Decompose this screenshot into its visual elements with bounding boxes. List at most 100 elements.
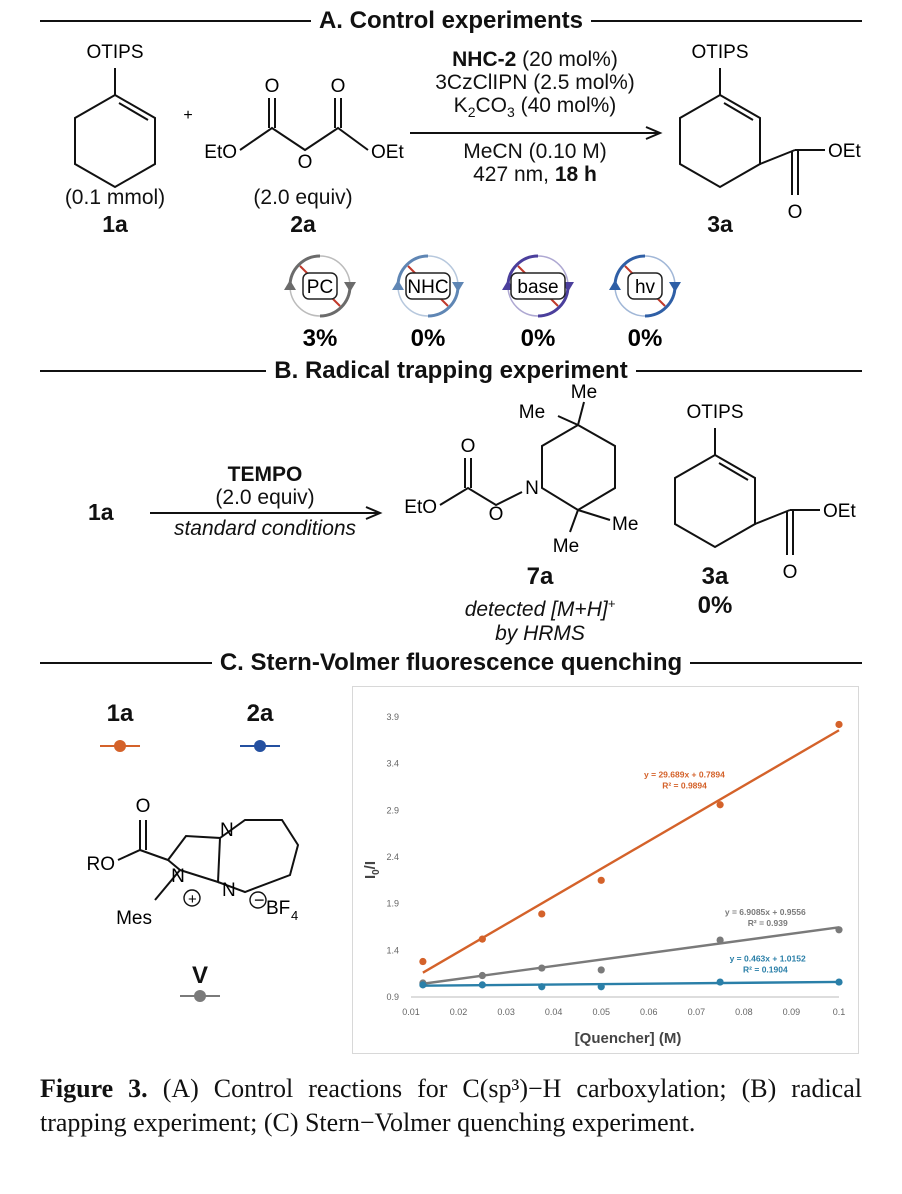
yield-3a-b: 0% <box>697 592 733 619</box>
structure-mes: Mes <box>116 908 152 929</box>
amount-1a: (0.1 mmol) <box>64 186 166 209</box>
data-point-2a <box>835 978 843 986</box>
me-left: Me <box>519 402 545 423</box>
y-tick-label: 3.4 <box>386 759 399 769</box>
structure-n-right: N <box>222 880 236 901</box>
x-tick-label: 0.08 <box>735 1007 753 1017</box>
tempo-equiv: (2.0 equiv) <box>215 486 315 509</box>
standard-conditions: standard conditions <box>173 517 357 540</box>
y-tick-label: 2.4 <box>386 852 399 862</box>
data-point-v <box>478 971 486 980</box>
reaction-conditions-bottom: MeCN (0.10 M) 427 nm, 18 h <box>400 140 670 186</box>
oet-2a: OEt <box>371 142 404 163</box>
section-a-header: A. Control experiments <box>40 6 862 36</box>
link-o-7a: O <box>489 504 504 525</box>
omission-pc: PC 3% <box>284 254 356 352</box>
legend-and-structure: O RO N N N + Mes − BF 4 <box>87 740 300 1002</box>
cycle-arrow-icon <box>669 282 681 292</box>
section-a-title: A. Control experiments <box>310 7 592 34</box>
tempo: TEMPO <box>227 463 303 486</box>
y-tick-label: 3.9 <box>386 712 399 722</box>
fit-equation-v: y = 6.9085x + 0.9556 <box>725 907 806 917</box>
legend-label-2a: 2a <box>246 700 274 727</box>
omission-label: PC <box>307 277 333 298</box>
section-b-title: B. Radical trapping experiment <box>266 357 636 384</box>
plus-sign: + <box>183 107 192 124</box>
omission-result: 0% <box>628 325 663 350</box>
fit-equation-1a: y = 29.689x + 0.7894 <box>644 770 725 780</box>
hrms-note: detected [M+H]+ by HRMS <box>464 596 616 645</box>
me-right: Me <box>612 514 638 535</box>
legend-marker-v <box>180 990 220 1002</box>
oet-3a: OEt <box>828 141 861 162</box>
nhc2-amount: (20 mol%) <box>516 48 618 71</box>
section-c-header: C. Stern-Volmer fluorescence quenching <box>40 648 862 678</box>
label-3a: 3a <box>707 211 733 237</box>
x-tick-label: 0.01 <box>402 1007 420 1017</box>
cycle-arrow-icon <box>284 280 296 290</box>
label-2a: 2a <box>290 211 316 237</box>
plus-charge-circle <box>183 889 201 907</box>
data-point-v <box>538 964 546 972</box>
amount-2a: (2.0 equiv) <box>253 186 353 209</box>
bridge-o-2a: O <box>298 152 313 173</box>
legend-marker-2a <box>240 740 280 752</box>
minus-charge-circle <box>249 891 267 909</box>
me-bottom: Me <box>553 536 579 557</box>
cycle-arrow-icon <box>344 282 356 292</box>
omission-label: hv <box>635 277 656 298</box>
trendline-v <box>422 926 840 985</box>
section-c-title: C. Stern-Volmer fluorescence quenching <box>211 649 691 676</box>
otips-1a: OTIPS <box>86 42 143 63</box>
caption-fig-label: Figure 3. <box>40 1074 148 1103</box>
data-point-v <box>835 926 843 934</box>
structure-sub4: 4 <box>291 908 298 923</box>
base-reagent: K2CO3 (40 mol%) <box>453 94 617 121</box>
structure-plus: + <box>188 891 197 908</box>
x-tick-label: 0.1 <box>833 1007 846 1017</box>
trendline-1a <box>422 729 840 974</box>
nhc2-name: NHC-2 <box>452 48 517 71</box>
omission-result: 3% <box>303 325 338 350</box>
structure-n-left: N <box>171 866 185 887</box>
x-tick-label: 0.04 <box>545 1007 563 1017</box>
fit-equation-2a: y = 0.463x + 1.0152 <box>730 954 806 964</box>
fit-r2-v: R² = 0.939 <box>748 918 788 928</box>
carbonyl-o-left: O <box>265 76 280 97</box>
chart-ylabel: I0/I <box>362 861 382 879</box>
structure-n-top: N <box>220 820 234 841</box>
x-tick-label: 0.06 <box>640 1007 658 1017</box>
trapping-scheme: Me Me Me Me O EtO O N OTIPS OEt O <box>150 382 856 583</box>
omission-label: base <box>517 277 558 298</box>
solvent: MeCN (0.10 M) <box>463 140 607 163</box>
trendline-2a <box>422 980 840 987</box>
omission-label: NHC <box>407 277 448 298</box>
y-tick-label: 2.9 <box>386 805 399 815</box>
me-top: Me <box>571 382 597 403</box>
figure-caption: Figure 3. (A) Control reactions for C(sp… <box>40 1072 862 1140</box>
eto-7a: EtO <box>404 497 437 518</box>
chart-xlabel: [Quencher] (M) <box>575 1030 682 1047</box>
carbonyl-o-3a: O <box>788 202 803 223</box>
structure-ro: RO <box>87 854 116 875</box>
carbonyl-o-right: O <box>331 76 346 97</box>
carbonyl-o-3a-b: O <box>783 562 798 583</box>
eto-2a: EtO <box>204 142 237 163</box>
carbonyl-o-7a: O <box>461 436 476 457</box>
data-point-v <box>716 936 724 944</box>
fit-r2-1a: R² = 0.9894 <box>662 781 707 791</box>
structure-carbonyl-o: O <box>136 796 151 817</box>
omission-result: 0% <box>411 325 446 350</box>
reaction-conditions-top: NHC-2 (20 mol%) 3CzClIPN (2.5 mol%) K2CO… <box>400 48 670 124</box>
data-point-1a <box>597 876 605 884</box>
otips-3a: OTIPS <box>691 42 748 63</box>
control-scheme: OTIPS + O O EtO O OEt OTIPS OEt O <box>74 42 861 223</box>
section-b-header: B. Radical trapping experiment <box>40 356 862 386</box>
y-tick-label: 1.4 <box>386 945 399 955</box>
data-point-v <box>597 966 605 974</box>
light-time: 427 nm, 18 h <box>473 163 597 186</box>
x-tick-label: 0.02 <box>450 1007 468 1017</box>
